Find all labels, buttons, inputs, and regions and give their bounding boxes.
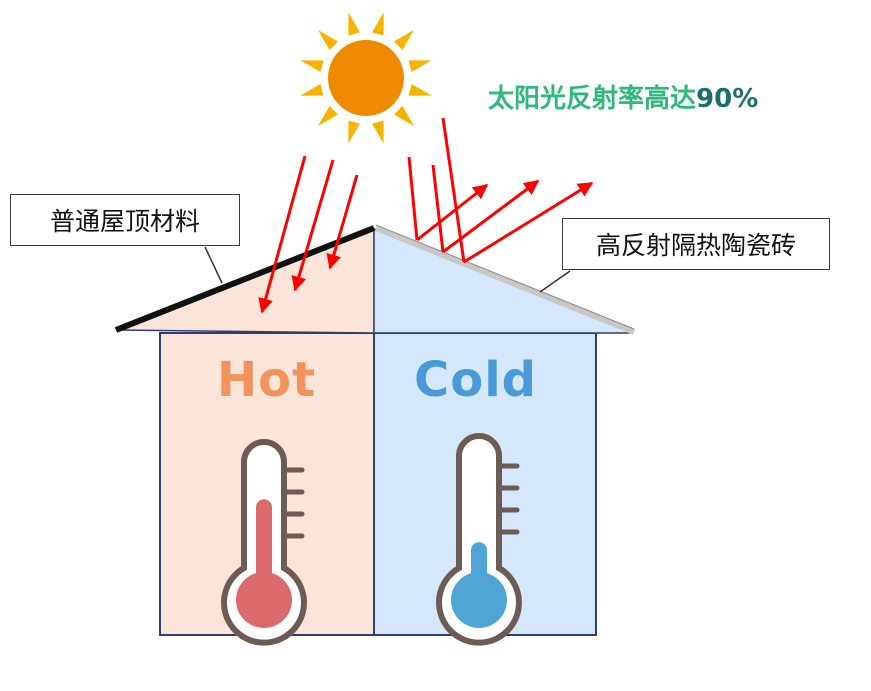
hot-thermometer-ticks xyxy=(283,467,305,539)
sun-ray xyxy=(300,84,324,96)
reflective-tile-surface xyxy=(374,225,636,335)
reflectance-text: 太阳光反射率高达 xyxy=(488,84,697,114)
regular-roof-leader xyxy=(204,246,223,284)
reflective-tile-leader xyxy=(539,270,571,293)
reflected-ray-1 xyxy=(416,183,489,242)
reflectance-note: 太阳光反射率高达90% xyxy=(488,78,758,115)
sun-ray xyxy=(394,106,415,127)
reflectance-value: 90% xyxy=(696,84,759,114)
reflected-ray-3 xyxy=(463,181,594,264)
sun-ray xyxy=(372,12,384,36)
absorbed-ray-1 xyxy=(258,155,307,314)
hot-label: Hot xyxy=(217,352,317,408)
sun-ray xyxy=(408,60,432,72)
sun-ray xyxy=(317,29,338,50)
sun-ray xyxy=(394,29,415,50)
sun-rays xyxy=(300,12,432,144)
regular-roof-surface xyxy=(114,225,376,333)
reflected-ray-2 xyxy=(442,179,540,254)
cold-label: Cold xyxy=(414,352,538,408)
cold-thermometer-bulb xyxy=(451,572,507,628)
incoming-ray-2 xyxy=(431,164,445,253)
reflective-tile-label: 高反射隔热陶瓷砖 xyxy=(562,218,830,270)
absorbed-ray-2 xyxy=(291,159,335,292)
hot-thermometer-mercury xyxy=(256,499,272,595)
sun-icon xyxy=(300,12,432,144)
reflective-tile-edge xyxy=(375,224,635,330)
cold-thermometer-ticks xyxy=(498,463,520,535)
regular-roof-label-text: 普通屋顶材料 xyxy=(49,207,200,236)
sun-ray xyxy=(348,120,360,144)
thermometer-icon xyxy=(436,433,522,646)
sun-ray xyxy=(317,106,338,127)
hot-thermometer-bulb xyxy=(236,572,292,628)
sun-disc xyxy=(328,40,404,116)
thermometer-icon xyxy=(221,439,307,646)
sun-ray xyxy=(348,12,360,36)
regular-roof-label: 普通屋顶材料 xyxy=(10,194,240,246)
reflective-tile-label-text: 高反射隔热陶瓷砖 xyxy=(595,231,796,260)
sun-ray xyxy=(372,120,384,144)
sun-ray xyxy=(408,84,432,96)
incoming-ray-1 xyxy=(407,156,419,241)
absorbed-ray-3 xyxy=(326,174,359,270)
sun-ray xyxy=(300,60,324,72)
cold-thermometer-mercury xyxy=(471,542,487,595)
